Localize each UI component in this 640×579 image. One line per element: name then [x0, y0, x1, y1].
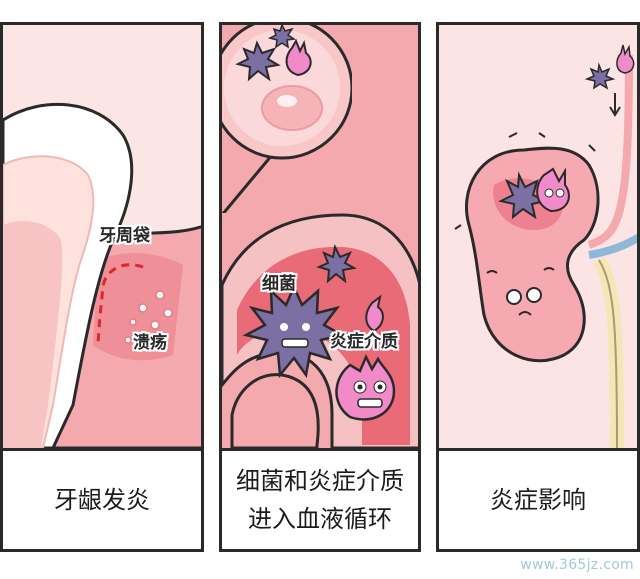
inflammatory-mediator-icon: [335, 294, 396, 421]
caption-bloodstream: 细菌和炎症介质 进入血液循环: [222, 448, 418, 549]
caption-inflammation-effects: 炎症影响: [439, 448, 637, 549]
panel-gingivitis: 牙周袋 溃疡 牙龈发炎: [0, 22, 204, 552]
panel-inflammation-effects: 炎症影响: [436, 22, 640, 552]
bacteria-icon: [316, 243, 357, 284]
label-inflammatory-mediators: 炎症介质: [330, 332, 398, 352]
panel-bloodstream: 进入 细菌 炎症介质 细菌和炎症介质 进入血液循环: [219, 22, 421, 552]
label-bacteria: 细菌: [262, 274, 296, 294]
label-periodontal-pocket: 牙周袋: [99, 226, 150, 246]
caption-line-2: 进入血液循环: [248, 505, 392, 533]
gum-illustration: 牙周袋 溃疡: [3, 25, 201, 448]
tooth-illustration: [3, 102, 134, 448]
inflammatory-mediator-icon: [616, 44, 635, 74]
blood-vessel-illustration: 进入 细菌 炎症介质: [222, 25, 418, 448]
inflammatory-mediator-icon: [285, 38, 312, 77]
bacteria-icon: [498, 171, 548, 220]
label-ulcer: 溃疡: [133, 333, 167, 353]
kidney-illustration: [439, 25, 637, 448]
bacteria-icon: [242, 283, 346, 379]
bacteria-icon: [235, 25, 297, 82]
caption-line-1: 细菌和炎症介质: [236, 467, 404, 495]
inflammatory-mediator-icon: [536, 167, 570, 213]
watermark: www.365jz.com: [520, 557, 634, 573]
bacteria-icon: [584, 62, 616, 90]
caption-gingivitis: 牙龈发炎: [3, 448, 201, 549]
